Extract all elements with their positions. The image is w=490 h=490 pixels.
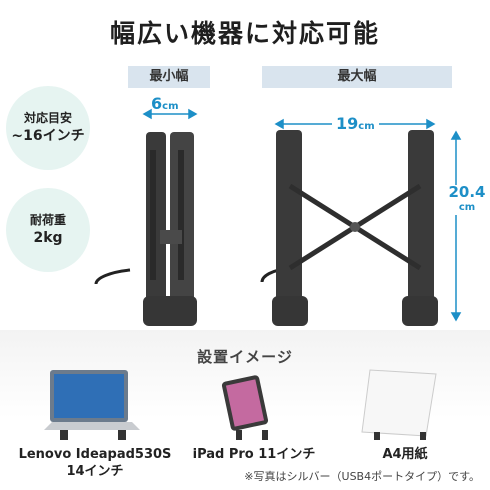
size-support-value: ~16インチ: [11, 128, 85, 144]
max-width-badge: 最大幅: [262, 66, 452, 88]
installation-title: 設置イメージ: [197, 348, 293, 366]
page-title: 幅広い機器に対応可能: [109, 19, 380, 48]
load-capacity-badge: 耐荷重 2kg: [6, 188, 90, 272]
laptop-image: [44, 370, 140, 440]
stand-illustration: [94, 108, 462, 326]
tablet-image: [221, 375, 269, 440]
device-label-tablet: iPad Pro 11インチ: [192, 447, 316, 462]
size-support-label: 対応目安: [23, 111, 72, 125]
min-width-badge: 最小幅: [128, 66, 210, 88]
device-label-laptop: Lenovo Ideapad530S 14インチ: [18, 447, 172, 479]
max-width-dimension: 19cm: [332, 114, 379, 133]
extended-stand: [260, 130, 438, 326]
min-width-dimension: 6cm: [151, 94, 179, 113]
installation-images: [44, 369, 437, 440]
load-capacity-label: 耐荷重: [29, 213, 66, 227]
device-label-paper: A4用紙: [382, 447, 428, 462]
load-capacity-value: 2kg: [33, 230, 63, 246]
size-support-badge: 対応目安 ~16インチ: [6, 86, 90, 170]
folded-stand: [94, 132, 197, 326]
photo-footnote: ※写真はシルバー（USB4ポートタイプ）です。: [244, 470, 480, 483]
a4-paper-image: [361, 369, 437, 440]
